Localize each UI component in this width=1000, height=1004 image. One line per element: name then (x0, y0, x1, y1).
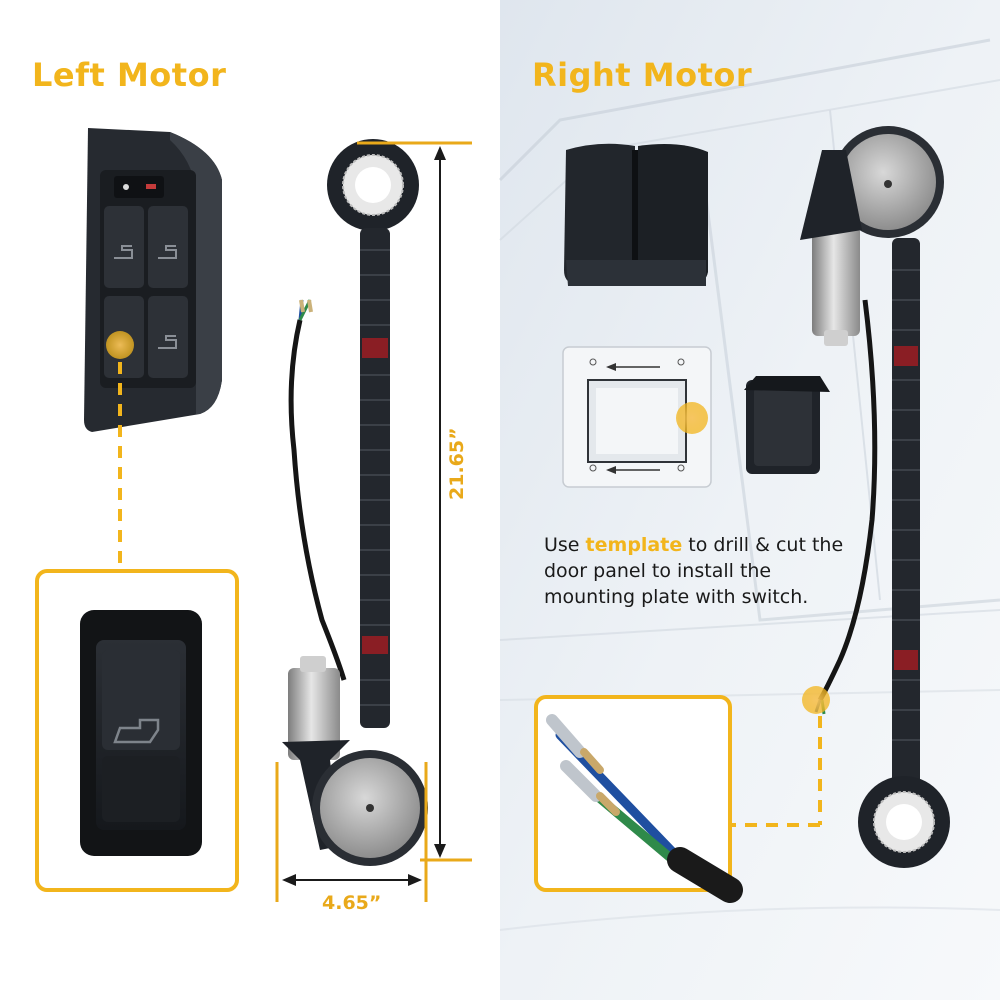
rocker-mini-switch (114, 176, 164, 198)
connector-pin-icon (299, 299, 305, 313)
instruction-text: Use template to drill & cut the door pan… (544, 532, 844, 610)
connector-closeup (546, 714, 743, 903)
window-switch-icon (80, 610, 202, 856)
highlight-dot-template (676, 402, 708, 434)
arrow-left-icon (606, 363, 660, 371)
mounting-template (562, 346, 712, 488)
highlight-dot-switch (106, 331, 134, 359)
switch-side-view (744, 376, 830, 474)
left-motor-assembly (282, 139, 428, 866)
height-dimension (357, 141, 472, 862)
right-motor-assembly (800, 126, 950, 868)
instruction-after: to drill & cut the door panel to install… (544, 534, 844, 608)
height-label: 21.65” (446, 427, 468, 500)
instruction-highlight: template (585, 534, 683, 556)
highlight-dot-connector (802, 686, 830, 714)
motor-can (288, 668, 340, 760)
switch-console (84, 128, 222, 432)
connector-callout-box (534, 695, 732, 892)
chain-track-right (892, 238, 920, 798)
right-motor-title: Right Motor (532, 56, 753, 94)
instruction-before: Use (544, 534, 586, 556)
window-switch-grid (104, 206, 188, 378)
switch-bezel (564, 143, 708, 286)
left-motor-title: Left Motor (32, 56, 227, 94)
motor-can-right (812, 226, 860, 336)
width-dimension (275, 762, 428, 902)
width-label: 4.65” (322, 892, 382, 914)
